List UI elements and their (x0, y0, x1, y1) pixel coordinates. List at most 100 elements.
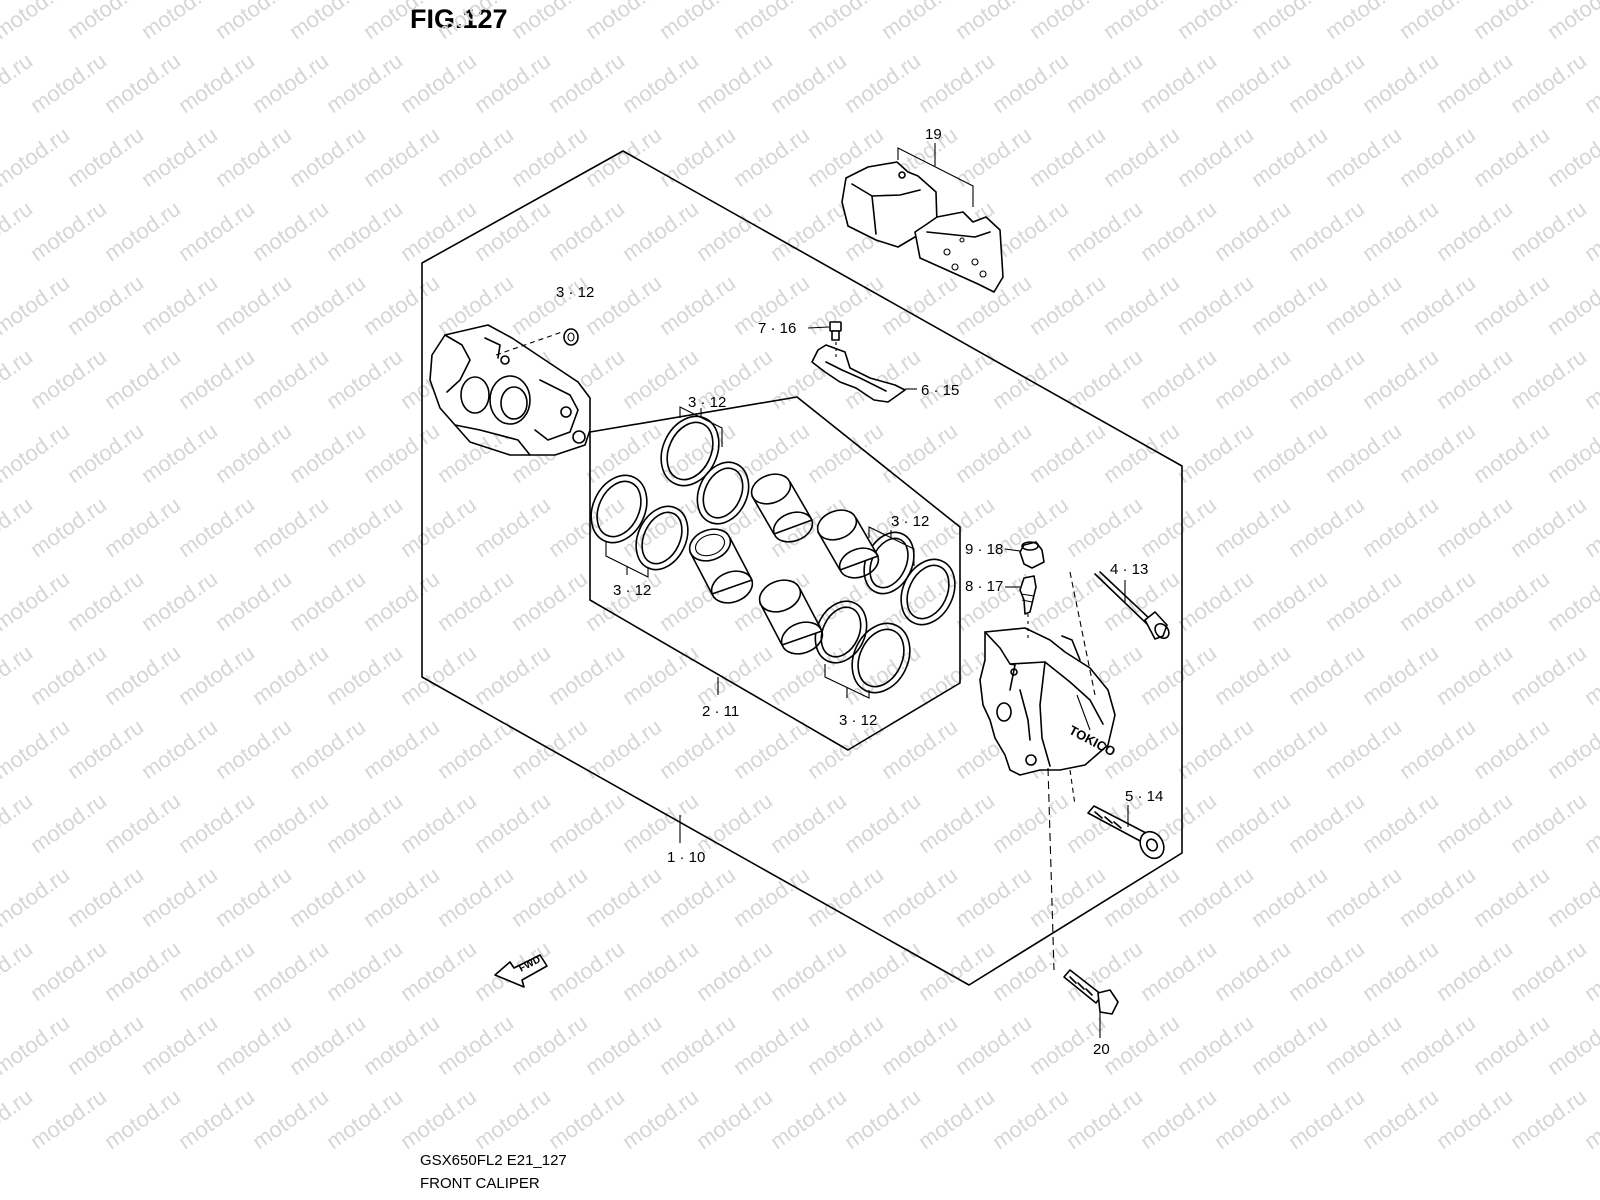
watermark-text: motod.ru (544, 936, 629, 1006)
watermark-text: motod.ru (877, 0, 962, 44)
watermark-text: motod.ru (1432, 788, 1517, 858)
watermark-text: motod.ru (1173, 418, 1258, 488)
callout-bleeder-cap: 9 · 18 (965, 541, 1003, 558)
watermark-text: motod.ru (1173, 270, 1258, 340)
watermark-text: motod.ru (1173, 1010, 1258, 1080)
figure-title: FIG.127 (410, 4, 508, 34)
watermark-text: motod.ru (0, 122, 74, 192)
watermark-text: motod.ru (211, 1010, 296, 1080)
watermark-text: motod.ru (988, 48, 1073, 118)
watermark-text: motod.ru (285, 0, 370, 44)
watermark-text: motod.ru (1358, 640, 1443, 710)
caliper-assembly-frame (421, 150, 1183, 986)
watermark-text: motod.ru (618, 196, 703, 266)
watermark-text: motod.ru (1284, 196, 1369, 266)
watermark-text: motod.ru (1358, 344, 1443, 414)
watermark-text: motod.ru (322, 492, 407, 562)
watermark-text: motod.ru (322, 1084, 407, 1154)
piston-kit-frame (589, 396, 961, 751)
watermark-text: motod.ru (322, 640, 407, 710)
watermark-text: motod.ru (26, 1084, 111, 1154)
watermark-text: motod.ru (1284, 788, 1369, 858)
watermark-text: motod.ru (1321, 270, 1406, 340)
watermark-text: motod.ru (803, 270, 888, 340)
watermark-text: motod.ru (1099, 0, 1184, 44)
watermark-text: motod.ru (1099, 122, 1184, 192)
watermark-text: motod.ru (951, 0, 1036, 44)
watermark-text: motod.ru (729, 1010, 814, 1080)
watermark-text: motod.ru (211, 566, 296, 636)
watermark-text: motod.ru (26, 196, 111, 266)
watermark-text: motod.ru (1025, 270, 1110, 340)
watermark-text: motod.ru (1395, 418, 1480, 488)
watermark-text: motod.ru (211, 0, 296, 44)
watermark-text: motod.ru (655, 1010, 740, 1080)
callout-caliper-assy: 1 · 10 (667, 849, 705, 866)
watermark-text: motod.ru (655, 122, 740, 192)
watermark-text: motod.ru (507, 1010, 592, 1080)
watermark-text: motod.ru (692, 1084, 777, 1154)
seal-ring-small (563, 328, 579, 346)
watermark-text: motod.ru (1210, 492, 1295, 562)
watermark-text: motod.ru (1506, 936, 1591, 1006)
watermark-text: motod.ru (1506, 344, 1591, 414)
callout-pad-pin: 4 · 13 (1110, 561, 1148, 578)
watermark-text: motod.ru (248, 196, 333, 266)
callout-piston-set: 2 · 11 (702, 703, 739, 720)
pistons (688, 473, 880, 655)
watermark-text: motod.ru (507, 566, 592, 636)
watermark-text: motod.ru (1432, 344, 1517, 414)
watermark-text: motod.ru (840, 1084, 925, 1154)
callout-seal-top-left: 3 · 12 (556, 284, 594, 301)
watermark-text: motod.ru (766, 48, 851, 118)
watermark-text: motod.ru (1210, 1084, 1295, 1154)
watermark-text: motod.ru (100, 1084, 185, 1154)
callout-pad-spring: 6 · 15 (921, 382, 959, 399)
watermark-text: motod.ru (1543, 270, 1600, 340)
watermark-text: motod.ru (581, 566, 666, 636)
watermark-text: motod.ru (1136, 936, 1221, 1006)
watermark-text: motod.ru (1395, 566, 1480, 636)
watermark-text: motod.ru (1136, 492, 1221, 562)
watermark-text: motod.ru (63, 566, 148, 636)
watermark-text: motod.ru (137, 714, 222, 784)
watermark-text: motod.ru (1284, 640, 1369, 710)
watermark-text: motod.ru (433, 122, 518, 192)
watermark-text: motod.ru (1284, 1084, 1369, 1154)
watermark-text: motod.ru (1543, 418, 1600, 488)
watermark-text: motod.ru (26, 936, 111, 1006)
watermark-text: motod.ru (63, 1010, 148, 1080)
watermark-text: motod.ru (581, 122, 666, 192)
watermark-text: motod.ru (1543, 0, 1600, 44)
watermark-text: motod.ru (729, 714, 814, 784)
watermark-text: motod.ru (803, 0, 888, 44)
watermark-text: motod.ru (248, 936, 333, 1006)
watermark-text: motod.ru (470, 1084, 555, 1154)
watermark-text: motod.ru (137, 1010, 222, 1080)
watermark-text: motod.ru (248, 492, 333, 562)
watermark-text: motod.ru (840, 788, 925, 858)
callout-mount-bolt: 20 (1093, 1041, 1110, 1058)
watermark-text: motod.ru (1395, 0, 1480, 44)
model-code: GSX650FL2 E21_127 (420, 1152, 567, 1169)
watermark-text: motod.ru (359, 122, 444, 192)
watermark-text: motod.ru (1395, 270, 1480, 340)
watermark-text: motod.ru (507, 122, 592, 192)
watermark-text: motod.ru (248, 640, 333, 710)
watermark-text: motod.ru (655, 714, 740, 784)
watermark-text: motod.ru (396, 640, 481, 710)
watermark-text: motod.ru (26, 48, 111, 118)
watermark-text: motod.ru (1469, 566, 1554, 636)
bleeder-valve (1019, 575, 1037, 615)
watermark-text: motod.ru (137, 418, 222, 488)
watermark-text: motod.ru (618, 936, 703, 1006)
watermark-text: motod.ru (470, 788, 555, 858)
watermark-text: motod.ru (507, 862, 592, 932)
watermark-text: motod.ru (322, 196, 407, 266)
watermark-text: motod.ru (1210, 344, 1295, 414)
watermark-text: motod.ru (1062, 48, 1147, 118)
watermark-text: motod.ru (1321, 122, 1406, 192)
watermark-text: motod.ru (1506, 1084, 1591, 1154)
watermark-text: motod.ru (174, 492, 259, 562)
watermark-text: motod.ru (544, 492, 629, 562)
